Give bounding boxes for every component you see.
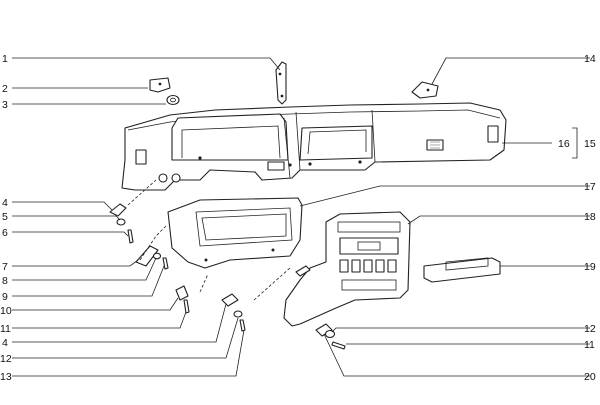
screw-part-9 bbox=[162, 257, 169, 270]
callout-11-left: 11 bbox=[0, 323, 11, 335]
callout-10: 10 bbox=[0, 305, 12, 317]
storage-tray bbox=[423, 257, 501, 283]
assembly-arrows bbox=[127, 179, 291, 301]
callout-17: 17 bbox=[584, 181, 596, 193]
callout-4-lower: 4 bbox=[2, 337, 8, 349]
callout-6: 6 bbox=[2, 227, 8, 239]
screw-part-11-left bbox=[183, 299, 190, 314]
callout-14: 14 bbox=[584, 53, 596, 65]
small-bracket-left bbox=[149, 77, 171, 93]
console-lower-bracket bbox=[315, 323, 333, 337]
clip-part-10 bbox=[175, 285, 189, 301]
instrument-cluster-housing bbox=[167, 197, 303, 269]
callout-1: 1 bbox=[2, 53, 8, 65]
callout-11-right: 11 bbox=[584, 339, 595, 351]
group-bracket-15-16 bbox=[572, 127, 578, 159]
callout-15: 15 bbox=[584, 138, 596, 150]
callout-3: 3 bbox=[2, 99, 8, 111]
washer-right bbox=[324, 329, 336, 339]
center-console bbox=[283, 211, 411, 327]
dashboard-panel bbox=[121, 102, 507, 191]
callout-7: 7 bbox=[2, 261, 8, 273]
callout-18: 18 bbox=[584, 211, 596, 223]
callout-2: 2 bbox=[2, 83, 8, 95]
upper-mounting-bracket bbox=[275, 61, 287, 105]
callout-12-right: 12 bbox=[584, 323, 596, 335]
leader-lines bbox=[12, 57, 590, 377]
clip-nut bbox=[166, 94, 180, 106]
washer-part-8 bbox=[152, 252, 162, 260]
bracket-part-4-upper bbox=[109, 203, 127, 217]
washer-part-12-left bbox=[233, 310, 243, 318]
small-bracket-right bbox=[411, 81, 439, 99]
callout-5: 5 bbox=[2, 211, 8, 223]
callout-19: 19 bbox=[584, 261, 596, 273]
callout-16: 16 bbox=[558, 138, 570, 150]
callout-20: 20 bbox=[584, 371, 596, 383]
screw-part-13 bbox=[239, 319, 246, 332]
callout-13: 13 bbox=[0, 371, 12, 383]
screw-part-6 bbox=[127, 229, 134, 244]
callout-4-upper: 4 bbox=[2, 197, 8, 209]
screw-right bbox=[331, 341, 346, 350]
washer-part-5 bbox=[116, 218, 126, 226]
callout-12-left: 12 bbox=[0, 353, 12, 365]
callout-labels: 1 2 3 4 5 6 7 8 9 10 11 4 12 13 14 15 16… bbox=[0, 53, 596, 383]
callout-9: 9 bbox=[2, 291, 8, 303]
callout-8: 8 bbox=[2, 275, 8, 287]
bracket-part-4-lower bbox=[221, 293, 239, 307]
